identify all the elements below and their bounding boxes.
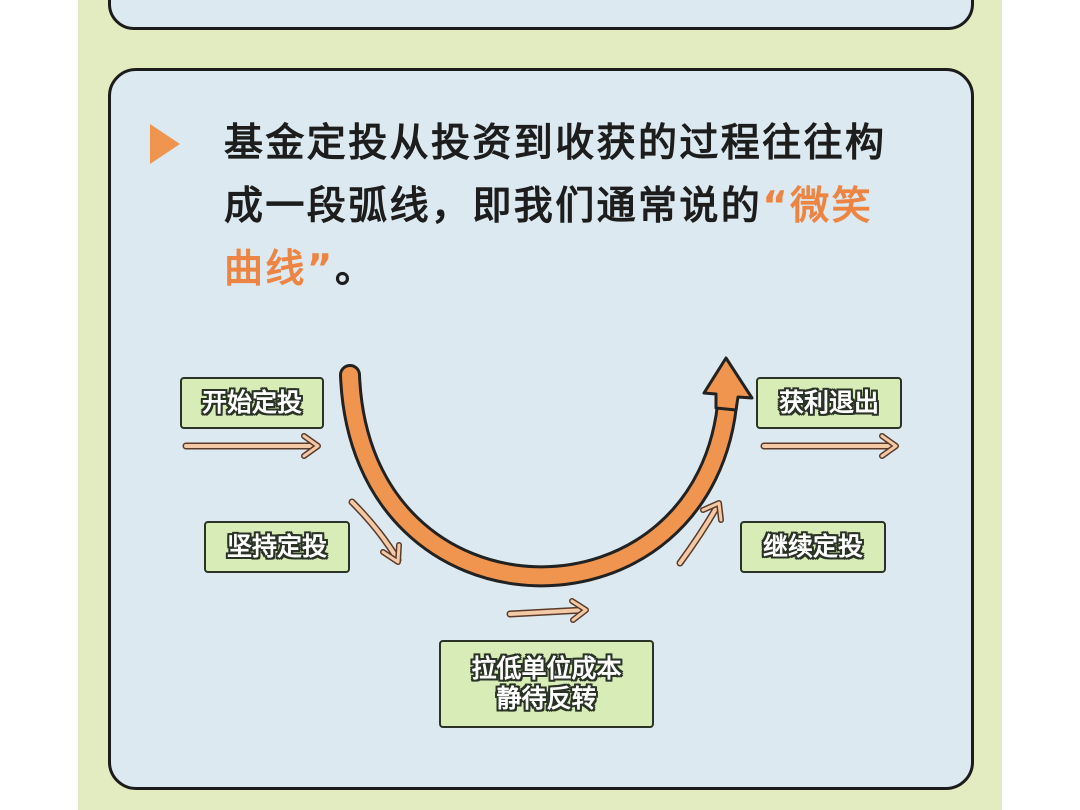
stage-lower-cost-line1: 拉低单位成本 xyxy=(471,654,622,683)
headline-highlight: “微笑曲线” xyxy=(224,184,874,292)
arrow-down-right-icon xyxy=(348,498,402,565)
headline-part1: 基金定投从投资到收获的过程往往构成一段弧线，即我们通常说的 xyxy=(224,121,887,229)
headline-text: 基金定投从投资到收获的过程往往构成一段弧线，即我们通常说的“微笑曲线”。 xyxy=(224,112,914,301)
stage-start-label: 开始定投 xyxy=(180,377,324,429)
stage-lower-cost-label: 拉低单位成本 静待反转 xyxy=(439,640,654,728)
stage-exit-label: 获利退出 xyxy=(756,377,902,429)
triangle-right-icon xyxy=(150,124,180,164)
arrow-right-icon xyxy=(182,433,321,459)
stage-persist-label: 坚持定投 xyxy=(204,521,350,573)
stage-lower-cost-line2: 静待反转 xyxy=(496,684,597,713)
stage-continue-label: 继续定投 xyxy=(740,521,886,573)
arrow-right-icon xyxy=(506,598,589,623)
arrow-right-icon xyxy=(760,433,899,459)
arrow-up-right-icon xyxy=(676,500,724,567)
headline-part2: 。 xyxy=(334,247,377,292)
smile-curve-arrow-icon xyxy=(339,356,754,588)
previous-card xyxy=(108,0,974,30)
